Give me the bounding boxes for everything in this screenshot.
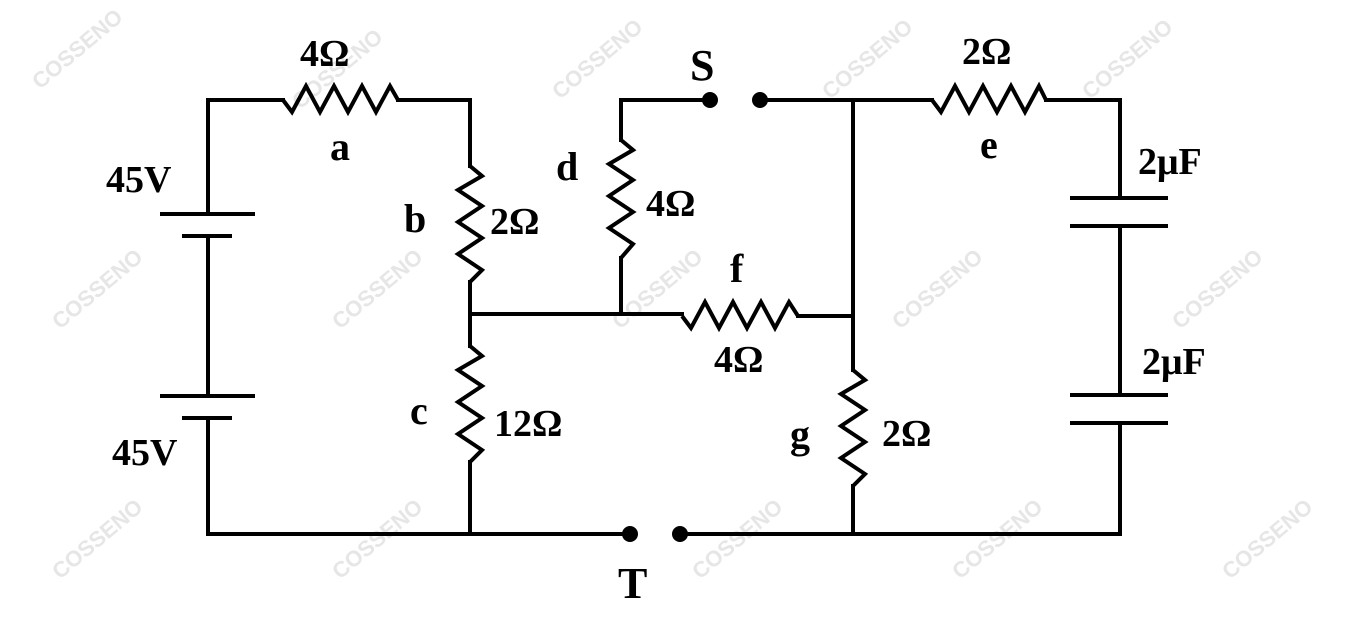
watermark-text: COSSENO xyxy=(687,494,787,584)
watermark-text: COSSENO xyxy=(47,244,147,334)
terminal-t-dot-right xyxy=(672,526,688,542)
resistor-a-name: a xyxy=(330,124,350,169)
capacitor-top xyxy=(1070,196,1168,228)
resistor-d xyxy=(605,138,637,260)
resistor-g-value: 2Ω xyxy=(882,413,931,455)
watermark-text: COSSENO xyxy=(1167,244,1267,334)
resistor-f-name: f xyxy=(730,246,744,291)
watermark-text: COSSENO xyxy=(27,4,127,94)
watermark-text: COSSENO xyxy=(1217,494,1317,584)
battery-bottom xyxy=(160,394,255,420)
battery-bottom-voltage: 45V xyxy=(112,432,178,474)
watermark-text: COSSENO xyxy=(887,244,987,334)
resistor-e xyxy=(930,81,1048,117)
wires xyxy=(206,98,1122,536)
resistor-f-value: 4Ω xyxy=(714,339,763,381)
resistor-a xyxy=(281,81,400,117)
resistor-d-value: 4Ω xyxy=(646,183,695,225)
terminal-s-label: S xyxy=(690,41,714,90)
resistor-d-name: d xyxy=(556,144,578,189)
resistor-c xyxy=(454,344,486,464)
watermark-text: COSSENO xyxy=(817,14,917,104)
terminal-s-dot-left xyxy=(702,92,718,108)
resistor-c-value: 12Ω xyxy=(494,403,562,445)
terminal-t-label: T xyxy=(618,559,647,608)
resistor-f xyxy=(680,297,800,333)
watermark-text: COSSENO xyxy=(327,244,427,334)
resistor-b xyxy=(454,164,486,284)
battery-top xyxy=(160,212,255,238)
resistor-e-name: e xyxy=(980,122,998,167)
battery-top-voltage: 45V xyxy=(106,159,172,201)
watermark-text: COSSENO xyxy=(327,494,427,584)
capacitor-bottom xyxy=(1070,393,1168,425)
resistor-b-value: 2Ω xyxy=(490,201,539,243)
watermark-text: COSSENO xyxy=(547,14,647,104)
terminal-t-dot-left xyxy=(622,526,638,542)
watermark-pattern: COSSENO COSSENO COSSENO COSSENO COSSENO … xyxy=(27,4,1317,584)
capacitor-bottom-value: 2μF xyxy=(1142,341,1206,383)
terminal-s-dot-right xyxy=(752,92,768,108)
resistor-g-name: g xyxy=(790,412,810,457)
watermark-text: COSSENO xyxy=(947,494,1047,584)
resistor-g xyxy=(837,368,869,488)
capacitor-top-value: 2μF xyxy=(1138,141,1202,183)
resistor-b-name: b xyxy=(404,196,426,241)
watermark-text: COSSENO xyxy=(47,494,147,584)
resistor-e-value: 2Ω xyxy=(962,31,1011,73)
resistor-c-name: c xyxy=(410,388,428,433)
resistor-a-value: 4Ω xyxy=(300,33,349,75)
watermark-text: COSSENO xyxy=(1077,14,1177,104)
